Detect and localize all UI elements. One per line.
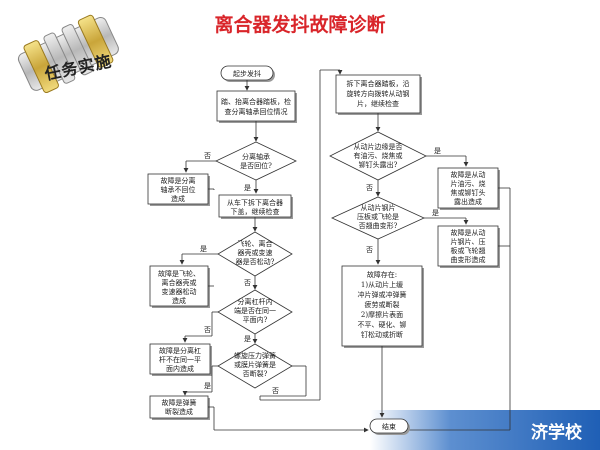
decision-d4-line1: 螺旋压力弹簧 <box>234 351 276 360</box>
result-r2-line3: 变速器松动 <box>162 287 197 296</box>
decision-d5: 从动片边缘是否 有油污、烧焦或 铆钉头露出? <box>329 131 427 181</box>
node-end-label: 结束 <box>382 422 396 431</box>
result-r5-line1: 故障是从动 <box>451 170 486 179</box>
result-r4-line2: 断裂造成 <box>165 407 193 416</box>
node-step1: 踏、抬离合器踏板，检 查分离轴承回位情况 <box>216 90 297 123</box>
decision-d2-line2: 器壳或变速 <box>238 248 273 257</box>
decision-d4: 螺旋压力弹簧 或膜片弹簧是 否断裂? <box>217 343 293 389</box>
decision-d1-line2: 是否回位? <box>240 161 272 170</box>
result-r2-line1: 故障是飞轮、 <box>158 269 200 278</box>
decision-d3: 分离杠杆内 端是否在同一 平面内? <box>217 289 293 335</box>
decision-d5-line1: 从动片边缘是否 <box>354 142 403 151</box>
decision-d6-line2: 压板或飞轮是 <box>357 212 399 221</box>
label-no-d2: 否 <box>244 279 251 287</box>
result-r3-line1: 故障是分离杠 <box>159 346 201 355</box>
node-step2-line1: 从车下拆下离合器 <box>227 198 283 207</box>
decision-d1: 分离轴承 是否回位? <box>215 141 297 181</box>
result-r7-line5: 2)摩擦片表面 <box>361 310 403 319</box>
node-end: 结束 <box>369 418 410 435</box>
result-r1-line3: 造成 <box>171 194 185 203</box>
result-r1-line2: 轴承不回位 <box>161 185 196 194</box>
label-yes-d1: 是 <box>244 184 251 192</box>
result-r5-line2: 片油污、烧 <box>451 179 486 188</box>
result-r6-line2: 片钢片、压 <box>451 237 486 246</box>
node-start-label: 起步发抖 <box>233 69 261 78</box>
result-r7-line6: 不平、硬化、铆 <box>358 320 407 329</box>
result-r5-line3: 焦或铆钉头 <box>451 188 486 197</box>
result-r5: 故障是从动 片油污、烧 焦或铆钉头 露出造成 <box>437 167 500 210</box>
node-step1-line1: 踏、抬离合器踏板，检 <box>221 97 291 106</box>
result-r6: 故障是从动 片钢片、压 板或飞轮翘 曲变形造成 <box>437 225 500 268</box>
decision-d6-line1: 从动片钢片 <box>361 203 396 212</box>
label-yes-d5: 是 <box>434 147 441 155</box>
result-r2-line2: 离合器壳或 <box>162 278 197 287</box>
label-no-d3: 否 <box>204 326 211 334</box>
node-step3-line1: 拆下离合器踏板，沿 <box>347 79 410 88</box>
decision-d4-line3: 否断裂? <box>243 369 268 378</box>
decision-d1-line1: 分离轴承 <box>242 152 270 161</box>
node-step1-line2: 查分离轴承回位情况 <box>225 107 288 116</box>
result-r3-line3: 面内造成 <box>166 364 194 373</box>
label-no-d5: 否 <box>366 184 373 192</box>
decision-d2-line3: 器是否松动? <box>236 257 275 266</box>
node-step3-line2: 旋转方向拨转从动钢 <box>347 89 410 98</box>
label-no-d1: 否 <box>204 152 211 160</box>
result-r3: 故障是分离杠 杆不在同一平 面内造成 <box>149 343 212 376</box>
result-r1-line1: 故障是分离 <box>161 176 196 185</box>
task-badge: 任务实施 <box>12 10 124 96</box>
footer-school-name: 济学校 <box>531 423 582 443</box>
decision-d6: 从动片钢片 压板或飞轮是 否翘曲变形? <box>331 196 425 240</box>
gear-coupling-icon <box>17 14 119 94</box>
result-r4-line1: 故障是弹簧 <box>162 398 197 407</box>
label-yes-d3: 是 <box>244 335 251 343</box>
result-r7: 故障存在: 1)从动片上缓 冲片弹或冲弹簧 疲劳或断裂 2)摩擦片表面 不平、硬… <box>341 265 424 348</box>
decision-d2-line1: 飞轮、离合 <box>238 239 273 248</box>
decision-d6-line3: 否翘曲变形? <box>359 221 398 230</box>
decision-d4-line2: 或膜片弹簧是 <box>234 360 276 369</box>
decision-d5-line3: 铆钉头露出? <box>359 160 398 169</box>
result-r5-line4: 露出造成 <box>454 197 482 206</box>
node-step3: 拆下离合器踏板，沿 旋转方向拨转从动钢 片，继续检查 <box>335 74 422 115</box>
result-r4: 故障是弹簧 断裂造成 <box>149 395 210 420</box>
result-r3-line2: 杆不在同一平 <box>159 355 201 364</box>
node-step2: 从车下拆下离合器 下盖，继续检查 <box>218 194 293 219</box>
node-step3-line3: 片，继续检查 <box>357 99 399 108</box>
decision-d3-line2: 端是否在同一 <box>234 306 276 315</box>
result-r6-line4: 曲变形造成 <box>451 255 486 264</box>
result-r7-line3: 冲片弹或冲弹簧 <box>358 290 407 299</box>
result-r6-line1: 故障是从动 <box>451 228 486 237</box>
node-step2-line2: 下盖，继续检查 <box>231 207 280 216</box>
result-r7-line4: 疲劳或断裂 <box>365 300 400 309</box>
label-yes-d6: 是 <box>432 209 439 217</box>
page-title: 离合器发抖故障诊断 <box>214 14 386 36</box>
result-r2-line4: 造成 <box>172 296 186 305</box>
result-r7-line1: 故障存在: <box>367 270 397 279</box>
result-r1: 故障是分离 轴承不回位 造成 <box>147 173 210 206</box>
label-no-d6: 否 <box>366 246 373 254</box>
decision-d3-line3: 平面内? <box>243 315 268 324</box>
label-yes-d4: 是 <box>204 382 211 390</box>
result-r2: 故障是飞轮、 离合器壳或 变速器松动 造成 <box>149 265 210 308</box>
result-r7-line7: 钉松动或折断 <box>361 330 403 339</box>
label-yes-d2: 是 <box>200 245 207 253</box>
decision-d2: 飞轮、离合 器壳或变速 器是否松动? <box>217 231 293 277</box>
label-no-d4: 否 <box>272 387 279 395</box>
decision-d3-line1: 分离杠杆内 <box>238 297 273 306</box>
result-r7-line2: 1)从动片上缓 <box>361 280 403 289</box>
decision-d5-line2: 有油污、烧焦或 <box>354 151 403 160</box>
result-r6-line3: 板或飞轮翘 <box>451 246 486 255</box>
node-start: 起步发抖 <box>220 65 275 82</box>
